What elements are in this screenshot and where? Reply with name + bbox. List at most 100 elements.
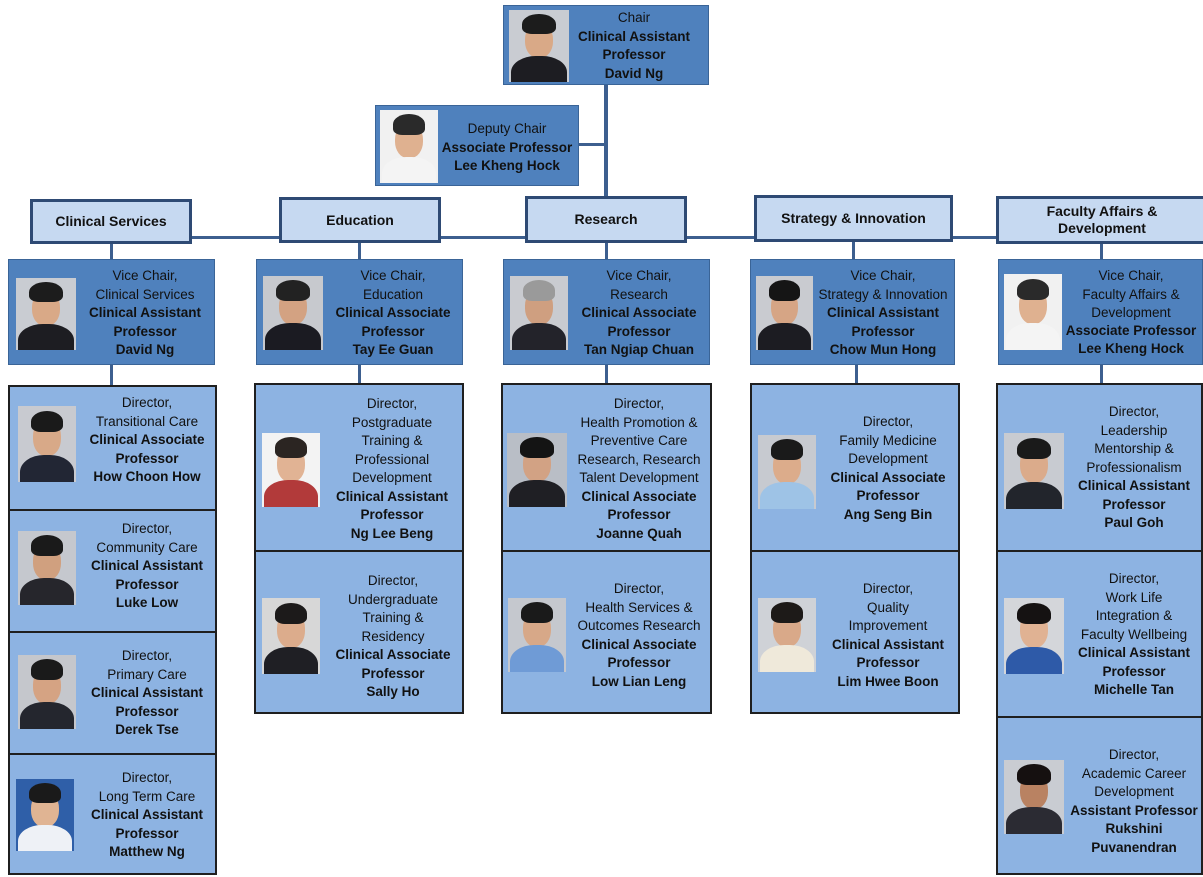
deputy-chair-photo (380, 110, 438, 183)
director-photo (16, 779, 74, 851)
connector-clinical-directors (110, 364, 113, 386)
vice-chair-clinical-role-2: Clinical Services (95, 286, 195, 302)
director-name: How Choon How (93, 469, 201, 484)
vice-chair-research-role-2: Research (610, 286, 668, 302)
director-photo (508, 598, 566, 672)
chair-title: Clinical Assistant Professor (577, 28, 691, 63)
vice-chair-research-box: Vice Chair, Research Clinical Associate … (503, 259, 710, 365)
director-title: Clinical Associate (581, 636, 697, 652)
vice-chair-education-role-2: Education (362, 286, 424, 302)
director-title: Professor (1102, 496, 1166, 512)
vice-chair-strategy-box: Vice Chair, Strategy & Innovation Clinic… (750, 259, 955, 365)
chair-role: Chair (617, 10, 651, 25)
connector-chair-trunk (604, 85, 608, 198)
directors-strategy-column: Director, Family Medicine Development Cl… (750, 383, 960, 714)
director-role: Undergraduate (347, 591, 439, 607)
director-photo (18, 406, 76, 482)
vice-chair-strategy-role-2: Strategy & Innovation (818, 286, 948, 302)
director-name: Sally Ho (366, 684, 420, 699)
connector-clinical-vice (110, 241, 113, 259)
connector-deputy (578, 143, 606, 146)
director-title: Clinical Associate (89, 432, 205, 447)
director-name: Ang Seng Bin (843, 506, 933, 522)
director-role: Director, (1108, 404, 1160, 419)
director-title: Professor (360, 507, 424, 522)
vice-chair-education-name: Tay Ee Guan (352, 342, 434, 357)
director-title: Clinical Assistant (90, 685, 204, 700)
connector-faculty-vice (1100, 241, 1103, 259)
director-role: Director, (367, 573, 419, 588)
vice-chair-education-role-1: Vice Chair, (360, 268, 426, 283)
director-name: Ng Lee Beng (350, 525, 434, 541)
director-title: Professor (607, 655, 671, 670)
vice-chair-research-name: Tan Ngiap Chuan (584, 342, 694, 357)
director-role: Director, (862, 414, 914, 429)
director-role: Health Promotion & (580, 414, 698, 430)
director-role: Preventive Care (590, 433, 688, 448)
director-role: Community Care (96, 539, 198, 555)
director-title: Clinical Assistant (831, 636, 945, 652)
director-role: Faculty Wellbeing (1080, 626, 1188, 642)
vice-chair-strategy-title: Clinical Assistant Professor (826, 305, 940, 339)
director-photo (1004, 433, 1064, 509)
vice-chair-faculty-title: Associate Professor (1065, 322, 1197, 338)
vice-chair-research-photo (510, 276, 568, 350)
director-card: Director, Academic Career Development As… (998, 716, 1201, 877)
deputy-chair-name: Lee Kheng Hock (454, 158, 560, 173)
director-role: Postgraduate (351, 414, 433, 430)
director-role: Director, (121, 395, 173, 410)
connector-research-directors (605, 364, 608, 384)
director-role: Director, (121, 648, 173, 663)
connector-departments-horizontal (190, 236, 1203, 239)
director-role: Academic Career (1081, 765, 1187, 781)
director-role: Director, (1108, 571, 1160, 586)
director-role: Director, (1108, 747, 1160, 762)
director-name: Rukshini Puvanendran (1091, 821, 1177, 855)
director-card: Director, Leadership Mentorship & Profes… (998, 385, 1201, 550)
director-title: Professor (115, 576, 179, 592)
director-role: Development (848, 451, 928, 466)
dept-faculty-affairs: Faculty Affairs & Development (996, 196, 1203, 244)
director-photo (758, 435, 816, 509)
director-role: Work Life (1105, 589, 1163, 605)
vice-chair-faculty-name: Lee Kheng Hock (1078, 341, 1184, 356)
dept-clinical-services: Clinical Services (30, 199, 192, 244)
director-card: Director, Community Care Clinical Assist… (10, 509, 215, 631)
director-role: Research, Research (577, 451, 701, 467)
director-photo (1004, 598, 1064, 674)
connector-research-vice (605, 241, 608, 259)
director-card: Director, Family Medicine Development Cl… (752, 385, 958, 550)
directors-faculty-column: Director, Leadership Mentorship & Profes… (996, 383, 1203, 875)
vice-chair-strategy-photo (756, 276, 813, 350)
director-photo (18, 531, 76, 605)
vice-chair-education-box: Vice Chair, Education Clinical Associate… (256, 259, 463, 365)
director-card: Director, Undergraduate Training & Resid… (256, 550, 462, 716)
director-title: Clinical Associate (335, 647, 451, 662)
director-title: Clinical Assistant (90, 558, 204, 573)
director-role: Long Term Care (98, 788, 196, 804)
director-role: Director, (121, 521, 173, 536)
connector-strategy-directors (855, 364, 858, 384)
director-title: Clinical Associate (581, 488, 697, 504)
director-title: Professor (607, 507, 671, 522)
director-card: Director, Primary Care Clinical Assistan… (10, 631, 215, 753)
director-role: Family Medicine (839, 432, 937, 448)
director-role: Training & (362, 610, 424, 625)
deputy-chair-box: Deputy Chair Associate Professor Lee Khe… (375, 105, 579, 186)
vice-chair-faculty-photo (1004, 274, 1062, 350)
dept-research: Research (525, 196, 687, 243)
director-role: Professionalism (1086, 459, 1182, 475)
connector-education-vice (358, 241, 361, 259)
director-role: Professional (354, 451, 430, 467)
director-title: Professor (361, 665, 425, 681)
vice-chair-strategy-name: Chow Mun Hong (829, 342, 937, 357)
vice-chair-faculty-role-2: Faculty Affairs & Development (1082, 286, 1180, 320)
directors-clinical-column: Director, Transitional Care Clinical Ass… (8, 385, 217, 875)
vice-chair-clinical-role-1: Vice Chair, (112, 268, 178, 283)
director-card: Director, Health Promotion & Preventive … (503, 385, 710, 550)
vice-chair-education-photo (263, 276, 323, 350)
director-title: Clinical Assistant (1077, 645, 1191, 660)
director-role: Director, (862, 581, 914, 596)
vice-chair-clinical-title: Clinical Assistant Professor (88, 305, 202, 339)
director-card: Director, Transitional Care Clinical Ass… (10, 387, 215, 509)
